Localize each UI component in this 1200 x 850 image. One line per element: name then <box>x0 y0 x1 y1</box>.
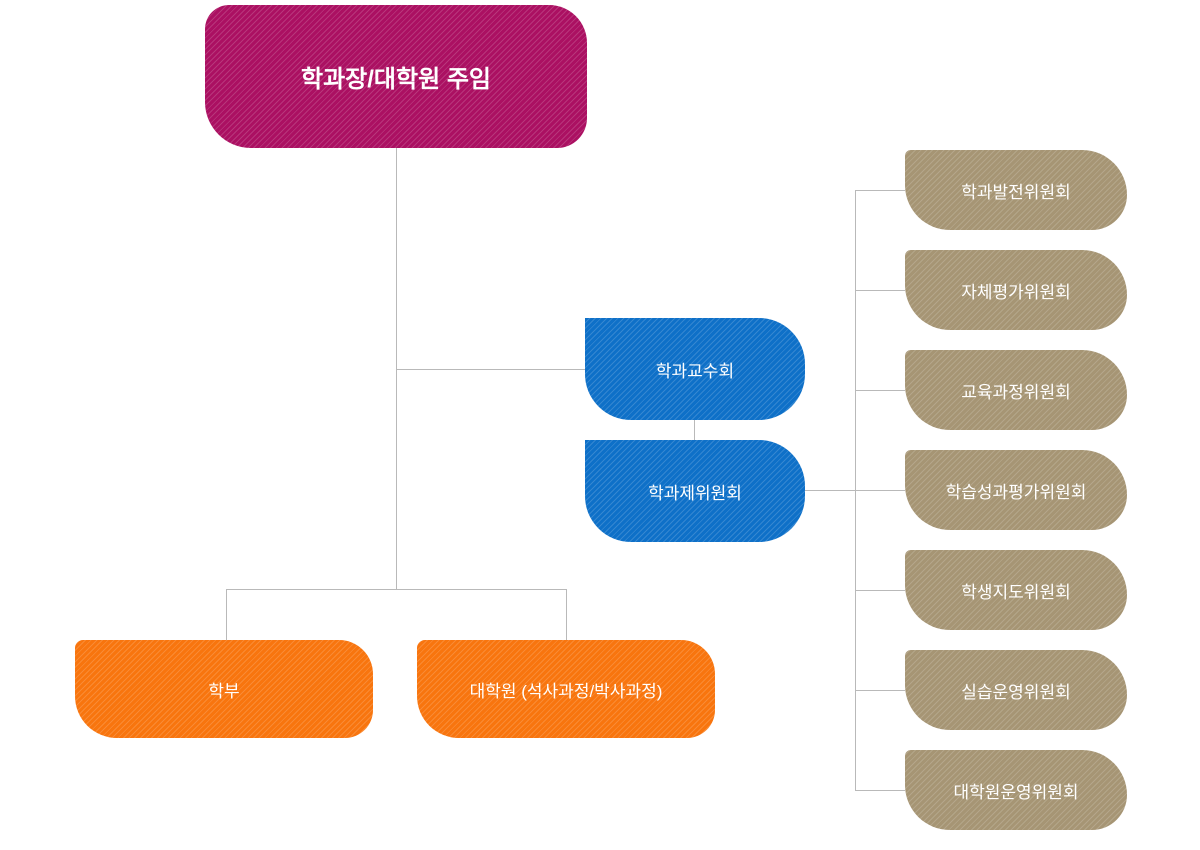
node-committee-curriculum: 교육과정위원회 <box>905 350 1127 430</box>
connector-council-to-hub <box>694 420 695 440</box>
connector-stub-committee-2 <box>855 290 905 291</box>
committee-label: 교육과정위원회 <box>961 382 1071 402</box>
connector-stub-committee-3 <box>855 390 905 391</box>
connector-drop-undergrad <box>226 589 227 640</box>
committee-label: 실습운영위원회 <box>961 682 1071 702</box>
node-undergraduate: 학부 <box>75 640 373 738</box>
committee-label: 학습성과평가위원회 <box>945 482 1087 502</box>
connector-stub-committee-1 <box>855 190 905 191</box>
connector-stub-committee-7 <box>855 790 905 791</box>
node-faculty-council: 학과교수회 <box>585 318 805 420</box>
node-faculty-council-label: 학과교수회 <box>655 361 735 381</box>
node-undergraduate-label: 학부 <box>208 681 240 701</box>
node-committee-learning-outcomes: 학습성과평가위원회 <box>905 450 1127 530</box>
node-dept-head-label: 학과장/대학원 주임 <box>301 66 491 93</box>
node-dept-committees-hub: 학과제위원회 <box>585 440 805 542</box>
connector-stub-committee-4 <box>855 490 905 491</box>
node-committee-student-guidance: 학생지도위원회 <box>905 550 1127 630</box>
node-committee-dept-development: 학과발전위원회 <box>905 150 1127 230</box>
node-committee-self-evaluation: 자체평가위원회 <box>905 250 1127 330</box>
connector-root-to-council <box>396 369 585 370</box>
node-dept-committees-hub-label: 학과제위원회 <box>648 483 742 503</box>
connector-programs-bar <box>226 589 567 590</box>
node-committee-grad-operations: 대학원운영위원회 <box>905 750 1127 830</box>
connector-hub-to-trunk <box>805 490 855 491</box>
committee-label: 대학원운영위원회 <box>953 782 1079 802</box>
committee-label: 자체평가위원회 <box>961 282 1071 302</box>
node-dept-head: 학과장/대학원 주임 <box>205 5 587 148</box>
node-committee-practicum-operations: 실습운영위원회 <box>905 650 1127 730</box>
committee-label: 학생지도위원회 <box>961 582 1071 602</box>
node-graduate-school-label: 대학원 (석사과정/박사과정) <box>469 681 663 701</box>
connector-stub-committee-6 <box>855 690 905 691</box>
connector-drop-graduate <box>566 589 567 640</box>
connector-stub-committee-5 <box>855 590 905 591</box>
committee-label: 학과발전위원회 <box>961 182 1071 202</box>
node-graduate-school: 대학원 (석사과정/박사과정) <box>417 640 715 738</box>
